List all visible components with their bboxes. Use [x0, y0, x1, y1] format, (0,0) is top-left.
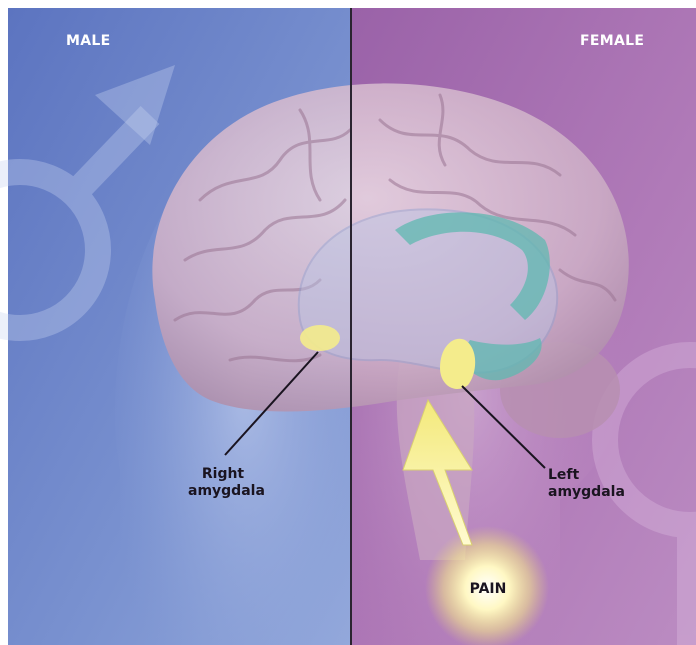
female-label: FEMALE: [580, 33, 644, 49]
left-amygdala-label-line1: Left: [548, 467, 634, 484]
right-amygdala-label-line2: amygdala: [188, 483, 258, 500]
pain-label: PAIN: [466, 581, 510, 598]
left-amygdala-label: Left amygdala: [548, 467, 634, 501]
left-amygdala-label-line2: amygdala: [548, 484, 634, 501]
right-amygdala-label: Right amygdala: [188, 466, 258, 500]
right-amygdala: [300, 325, 340, 351]
male-label: MALE: [66, 33, 110, 49]
right-amygdala-label-line1: Right: [188, 466, 258, 483]
